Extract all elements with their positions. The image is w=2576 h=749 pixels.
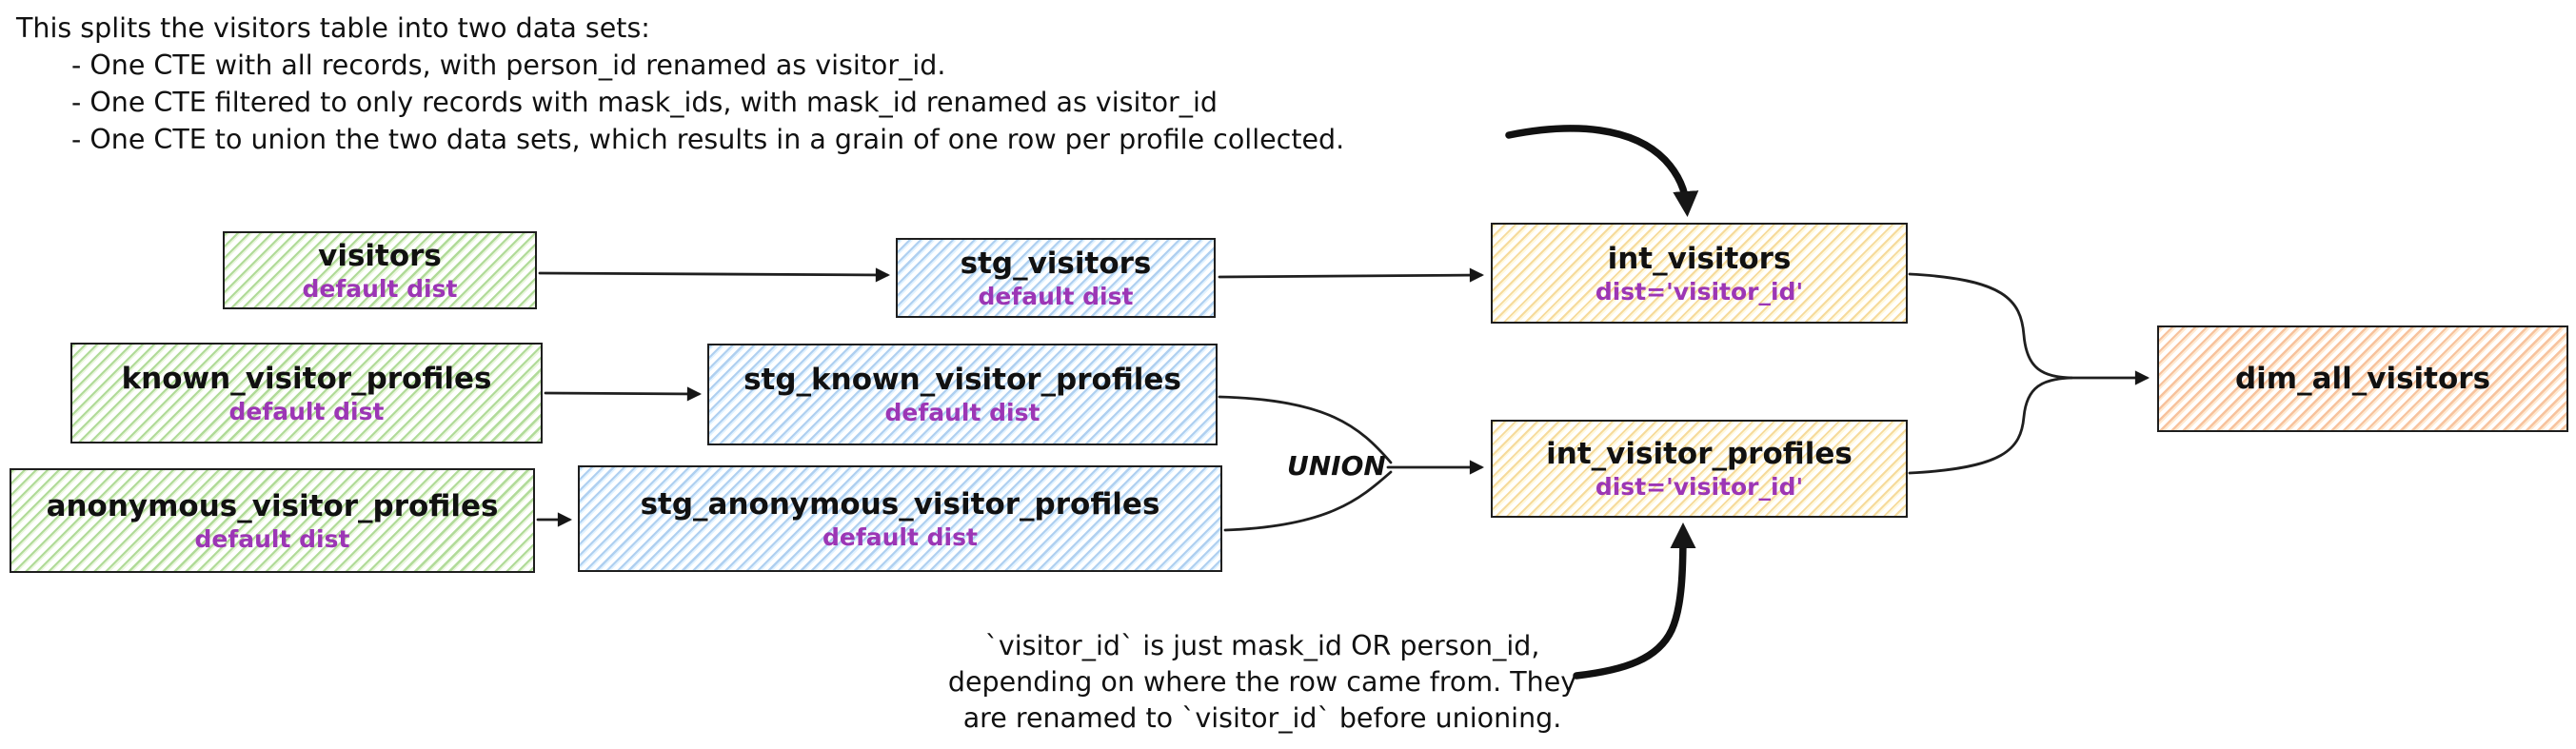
- node-dim-all-visitors[interactable]: dim_all_visitors: [2157, 325, 2568, 432]
- node-stg-visitors-dist: default dist: [978, 282, 1134, 310]
- node-int-visitor-profiles[interactable]: int_visitor_profiles dist='visitor_id': [1491, 420, 1908, 518]
- top-note-bullet-1: - One CTE with all records, with person_…: [71, 49, 946, 81]
- node-known-visitor-profiles[interactable]: known_visitor_profiles default dist: [70, 343, 543, 443]
- node-visitors-dist: default dist: [302, 274, 458, 303]
- bottom-note-line-1: `visitor_id` is just mask_id OR person_i…: [984, 630, 1540, 661]
- node-int-visitors-title: int_visitors: [1607, 241, 1792, 276]
- node-visitors-title: visitors: [318, 238, 442, 273]
- node-visitors[interactable]: visitors default dist: [223, 231, 537, 309]
- node-anonymous-visitor-profiles-title: anonymous_visitor_profiles: [46, 488, 499, 523]
- node-stg-visitors[interactable]: stg_visitors default dist: [896, 238, 1216, 318]
- curve-int-visitor-profiles-to-merge: [1908, 376, 2073, 475]
- arrow-bottom-note-to-int-visitor-profiles: [1573, 522, 1696, 680]
- curve-int-visitors-to-merge: [1908, 272, 2073, 380]
- node-anonymous-visitor-profiles[interactable]: anonymous_visitor_profiles default dist: [10, 468, 535, 573]
- node-stg-anonymous-visitor-profiles[interactable]: stg_anonymous_visitor_profiles default d…: [578, 465, 1222, 572]
- node-known-visitor-profiles-title: known_visitor_profiles: [121, 361, 492, 396]
- curve-stg-known-to-union: [1218, 395, 1393, 464]
- arrow-visitors-to-stg-visitors: [538, 267, 891, 283]
- node-int-visitors-dist: dist='visitor_id': [1595, 277, 1804, 306]
- top-note-bullet-3: - One CTE to union the two data sets, wh…: [71, 124, 1345, 155]
- node-stg-anonymous-visitor-profiles-dist: default dist: [822, 522, 978, 551]
- top-note-line-1: This splits the visitors table into two …: [16, 12, 650, 44]
- arrow-known-to-stg-known: [544, 386, 703, 402]
- node-int-visitor-profiles-title: int_visitor_profiles: [1546, 437, 1853, 471]
- arrow-top-note-to-int-visitors: [1505, 125, 1699, 217]
- top-note-bullet-2: - One CTE filtered to only records with …: [71, 87, 1218, 118]
- node-int-visitors[interactable]: int_visitors dist='visitor_id': [1491, 223, 1908, 324]
- curve-stg-anonymous-to-union: [1223, 470, 1393, 532]
- node-stg-visitors-title: stg_visitors: [960, 246, 1152, 281]
- node-stg-known-visitor-profiles-dist: default dist: [884, 399, 1040, 426]
- node-stg-anonymous-visitor-profiles-title: stg_anonymous_visitor_profiles: [640, 486, 1160, 522]
- node-stg-known-visitor-profiles[interactable]: stg_known_visitor_profiles default dist: [707, 344, 1218, 445]
- bottom-note-line-3: are renamed to `visitor_id` before union…: [962, 702, 1562, 734]
- node-known-visitor-profiles-dist: default dist: [228, 397, 385, 425]
- node-anonymous-visitor-profiles-dist: default dist: [194, 524, 350, 553]
- bottom-note: `visitor_id` is just mask_id OR person_i…: [933, 628, 1592, 737]
- node-stg-known-visitor-profiles-title: stg_known_visitor_profiles: [743, 363, 1181, 397]
- node-dim-all-visitors-title: dim_all_visitors: [2234, 362, 2491, 396]
- top-note: This splits the visitors table into two …: [16, 10, 1344, 158]
- arrow-stg-visitors-to-int-visitors: [1218, 267, 1485, 283]
- union-label: UNION: [1287, 450, 1386, 482]
- node-int-visitor-profiles-dist: dist='visitor_id': [1595, 473, 1804, 501]
- bottom-note-line-2: depending on where the row came from. Th…: [947, 666, 1577, 698]
